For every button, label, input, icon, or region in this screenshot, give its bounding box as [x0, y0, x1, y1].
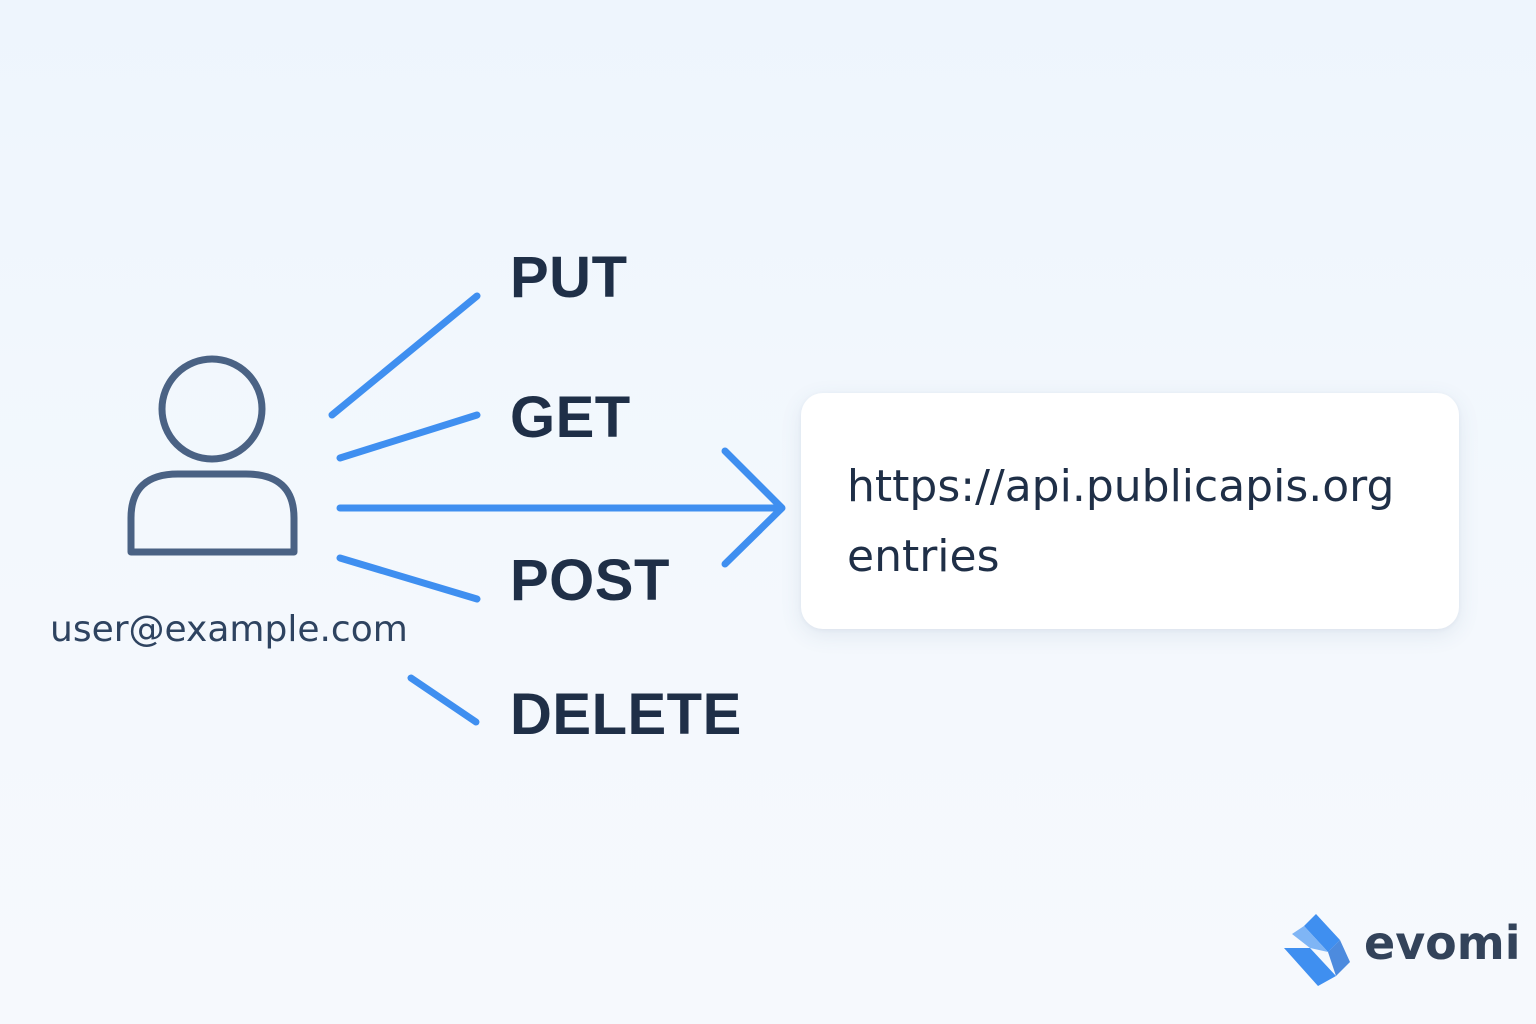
method-put: PUT	[510, 245, 628, 310]
endpoint-path: entries	[847, 531, 1000, 582]
request-arrow	[336, 447, 786, 568]
brand-logo: evomi	[1280, 912, 1521, 992]
post-connector	[336, 554, 481, 603]
endpoint-card: https://api.publicapis.org entries	[801, 393, 1459, 629]
user-email-label: user@example.com	[50, 609, 408, 650]
endpoint-url: https://api.publicapis.org	[847, 461, 1395, 512]
method-get: GET	[510, 385, 631, 450]
brand-name: evomi	[1364, 916, 1521, 970]
get-connector	[336, 411, 481, 462]
user-icon	[127, 355, 298, 556]
evomi-logo-icon	[1284, 914, 1350, 986]
method-post: POST	[510, 548, 670, 613]
method-delete: DELETE	[510, 682, 742, 747]
delete-connector	[407, 674, 480, 726]
put-connector	[328, 292, 481, 419]
